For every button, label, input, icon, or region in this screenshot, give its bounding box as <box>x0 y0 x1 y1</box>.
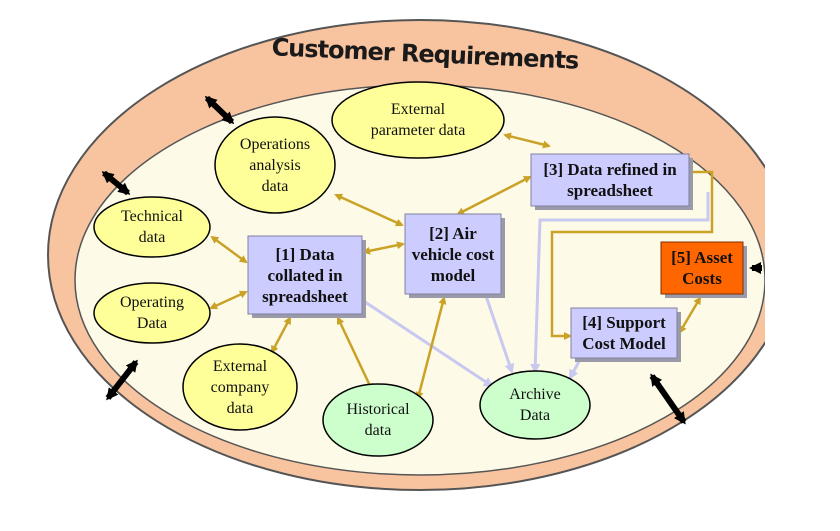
arrow-refined-to-support <box>550 170 714 340</box>
ellipse-operating <box>93 282 211 344</box>
arrow-collated-to-historical <box>336 316 374 392</box>
arrow-historical-to-air-vehicle <box>415 296 447 400</box>
arrow-operating-to-collated <box>209 290 248 310</box>
black-arrow-top-left <box>204 95 235 125</box>
arrow-external-company-to-collated <box>270 316 292 354</box>
box-data-collated <box>247 235 363 315</box>
ellipse-operations-analysis <box>214 116 336 214</box>
black-arrow-bottom-right <box>649 373 687 425</box>
ellipse-archive <box>479 370 591 440</box>
ellipse-external-company <box>182 343 298 431</box>
arrow-air-vehicle-to-archive <box>484 295 515 374</box>
arrow-technical-to-collated <box>210 235 248 264</box>
black-arrow-bottom-left <box>105 359 139 401</box>
arrow-collated-to-air-vehicle <box>362 241 405 255</box>
arrow-refined-to-archive <box>530 192 710 374</box>
black-arrow-left <box>101 170 131 196</box>
box-asset-costs <box>660 241 744 295</box>
arrow-operations-to-air-vehicle <box>334 193 404 227</box>
ellipse-historical <box>322 383 434 457</box>
arrow-refined-to-air-vehicle <box>456 175 532 216</box>
arrow-external-param-to-refined <box>503 132 551 149</box>
box-air-vehicle-cost-model <box>404 213 502 295</box>
box-data-refined <box>530 153 690 207</box>
arrow-support-to-asset <box>678 296 702 334</box>
ellipse-external-parameter <box>331 81 505 159</box>
ellipse-technical <box>93 196 211 258</box>
box-support-cost-model <box>570 307 678 359</box>
